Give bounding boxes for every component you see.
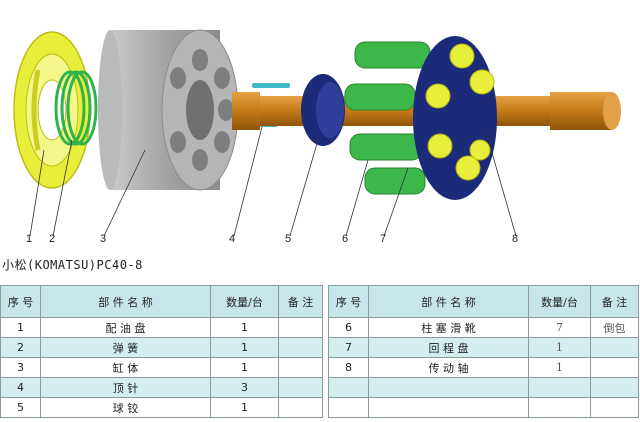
header-no: 序 号: [328, 285, 369, 318]
table-row: 2 弹 簧 1 7 回 程 盘 1: [0, 337, 639, 358]
callout-4: 4: [229, 233, 235, 245]
cell-name: 配 油 盘: [40, 317, 211, 338]
header-no: 序 号: [0, 285, 41, 318]
spring-part: [54, 70, 98, 146]
valve-plate-part: [13, 31, 91, 189]
cell-qty: 3: [210, 377, 279, 398]
cell-note: [278, 337, 323, 358]
table-row: 4 顶 针 3: [0, 377, 639, 398]
cell-no: 1: [0, 317, 41, 338]
cell-name: 弹 簧: [40, 337, 211, 358]
cylinder-block-part: [98, 29, 239, 191]
header-qty: 数量/台: [210, 285, 279, 318]
cell-note: [278, 317, 323, 338]
cell-no: 4: [0, 377, 41, 398]
cell-qty: 1: [528, 357, 591, 378]
cell-no: 3: [0, 357, 41, 378]
cell-name: [368, 377, 529, 398]
cell-no: 2: [0, 337, 41, 358]
callout-2: 2: [49, 233, 55, 245]
retainer-plate-part: [413, 36, 497, 200]
callout-6: 6: [342, 233, 348, 245]
cell-qty: 1: [210, 317, 279, 338]
callout-1: 1: [26, 233, 32, 245]
cell-note: [278, 397, 323, 418]
table-header-row: 序 号 部 件 名 称 数量/台 备 注 序 号 部 件 名 称 数量/台 备 …: [0, 285, 639, 318]
cell-qty: 7: [528, 317, 591, 338]
cell-qty: 1: [210, 337, 279, 358]
header-qty: 数量/台: [528, 285, 591, 318]
header-note: 备 注: [590, 285, 639, 318]
cell-no: [328, 397, 369, 418]
model-title: 小松(KOMATSU)PC40-8: [2, 258, 143, 272]
cell-qty: [528, 377, 591, 398]
cell-name: 缸 体: [40, 357, 211, 378]
cell-note: [590, 337, 639, 358]
cell-qty: 1: [210, 397, 279, 418]
cell-name: 柱 塞 滑 靴: [368, 317, 529, 338]
table-row: 5 球 铰 1: [0, 397, 639, 418]
cell-no: 5: [0, 397, 41, 418]
cell-name: 球 铰: [40, 397, 211, 418]
ball-guide-part: [301, 74, 345, 146]
cell-note: [590, 397, 639, 418]
cell-qty: [528, 397, 591, 418]
cell-qty: 1: [528, 337, 591, 358]
callout-3: 3: [100, 233, 106, 245]
cell-name: [368, 397, 529, 418]
cell-no: [328, 377, 369, 398]
header-note: 备 注: [278, 285, 323, 318]
cell-note: 倒包: [590, 317, 639, 338]
cell-no: 7: [328, 337, 369, 358]
callout-7: 7: [380, 233, 386, 245]
exploded-pump-diagram: 1 2 3 4 5 6 7 8: [13, 29, 621, 245]
callout-8: 8: [512, 233, 518, 245]
cell-no: 6: [328, 317, 369, 338]
cell-note: [278, 357, 323, 378]
cell-note: [278, 377, 323, 398]
table-row: 1 配 油 盘 1 6 柱 塞 滑 靴 7 倒包: [0, 317, 639, 338]
cell-note: [590, 357, 639, 378]
header-name: 部 件 名 称: [40, 285, 211, 318]
cell-name: 顶 针: [40, 377, 211, 398]
cell-name: 回 程 盘: [368, 337, 529, 358]
cell-qty: 1: [210, 357, 279, 378]
pistons-part: [344, 41, 431, 195]
callout-5: 5: [285, 233, 291, 245]
cell-note: [590, 377, 639, 398]
parts-table: 序 号 部 件 名 称 数量/台 备 注 序 号 部 件 名 称 数量/台 备 …: [0, 285, 639, 418]
table-row: 3 缸 体 1 8 传 动 轴 1: [0, 357, 639, 378]
header-name: 部 件 名 称: [368, 285, 529, 318]
cell-name: 传 动 轴: [368, 357, 529, 378]
cell-no: 8: [328, 357, 369, 378]
